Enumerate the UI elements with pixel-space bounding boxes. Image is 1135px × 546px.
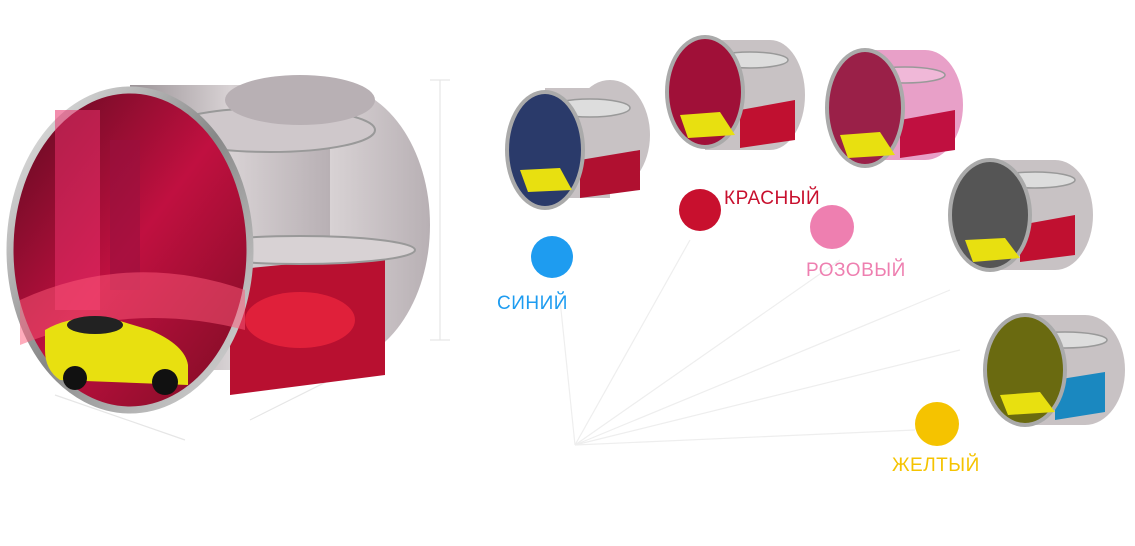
color-label-blue: СИНИЙ [497, 293, 568, 314]
color-label-pink: РОЗОВЫЙ [806, 260, 906, 281]
color-dot-red[interactable] [679, 189, 721, 231]
color-dot-yellow[interactable] [915, 402, 959, 446]
color-dot-pink[interactable] [810, 205, 854, 249]
color-label-yellow: ЖЕЛТЫЙ [892, 455, 980, 476]
color-dot-blue[interactable] [531, 236, 573, 278]
color-label-red: КРАСНЫЙ [724, 188, 821, 209]
